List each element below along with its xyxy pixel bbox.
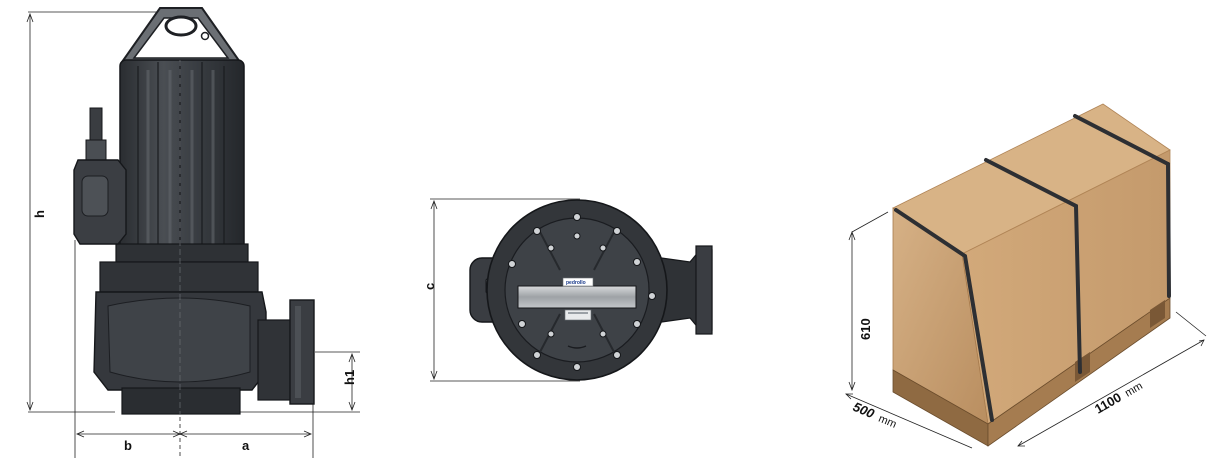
top-view-body: pedrollo xyxy=(486,199,668,381)
dimension-lines-package xyxy=(845,211,1207,449)
dimension-lines-front xyxy=(26,11,360,458)
motor-housing xyxy=(115,59,249,263)
dimension-h-label: h xyxy=(32,210,47,218)
package-straps xyxy=(894,114,1171,422)
package-height-label: 610 xyxy=(858,318,873,340)
discharge-flange xyxy=(257,299,315,405)
package-depth-value: 500 xyxy=(851,399,878,422)
dimension-a-label: a xyxy=(242,438,250,453)
pump-volute xyxy=(93,60,267,415)
dimension-c-label: c xyxy=(422,283,437,290)
package-depth-label: 500 mm xyxy=(851,399,898,431)
dimension-lines-top xyxy=(430,198,580,382)
package-length-label: 1100 mm xyxy=(1092,380,1145,417)
pump-front-view: h b a h1 xyxy=(26,7,360,458)
dimension-b-label: b xyxy=(124,438,132,453)
brand-logo-text: pedrollo xyxy=(566,280,586,286)
package-length-unit: mm xyxy=(1123,380,1145,400)
dimension-h1-label: h1 xyxy=(342,370,357,385)
package-length-value: 1100 xyxy=(1092,390,1124,417)
shipping-package: 610 500 mm 1100 mm xyxy=(845,103,1207,449)
cable-gland xyxy=(73,107,127,245)
pump-top-view: c xyxy=(422,198,713,382)
lifting-handle xyxy=(120,7,242,63)
